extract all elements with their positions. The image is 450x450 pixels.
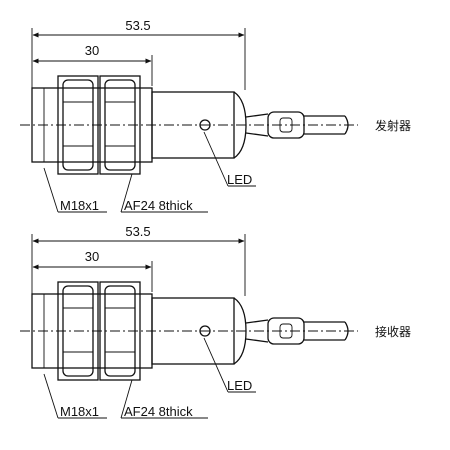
thread-label: M18x1 <box>60 198 99 213</box>
dim-total-label: 53.5 <box>125 224 150 239</box>
sensor-emitter: 53.5 30 <box>20 18 411 213</box>
nut-label: AF24 8thick <box>124 198 193 213</box>
role-label: 接收器 <box>375 324 411 339</box>
dim-thread-label: 30 <box>85 249 99 264</box>
dim-thread-label: 30 <box>85 43 99 58</box>
led-label: LED <box>227 172 252 187</box>
dim-total-label: 53.5 <box>125 18 150 33</box>
led-label: LED <box>227 378 252 393</box>
nut-label: AF24 8thick <box>124 404 193 419</box>
dimension-total: 53.5 <box>31 18 246 90</box>
dimension-total: 53.5 <box>31 224 246 296</box>
leaders: LED M18x1 AF24 8thick <box>43 131 256 213</box>
leaders: LED M18x1 AF24 8thick <box>43 337 256 419</box>
thread-label: M18x1 <box>60 404 99 419</box>
role-label: 发射器 <box>375 118 411 133</box>
dimension-thread: 30 <box>32 249 153 292</box>
sensor-receiver: 53.5 30 <box>20 224 411 419</box>
dimension-thread: 30 <box>32 43 153 86</box>
